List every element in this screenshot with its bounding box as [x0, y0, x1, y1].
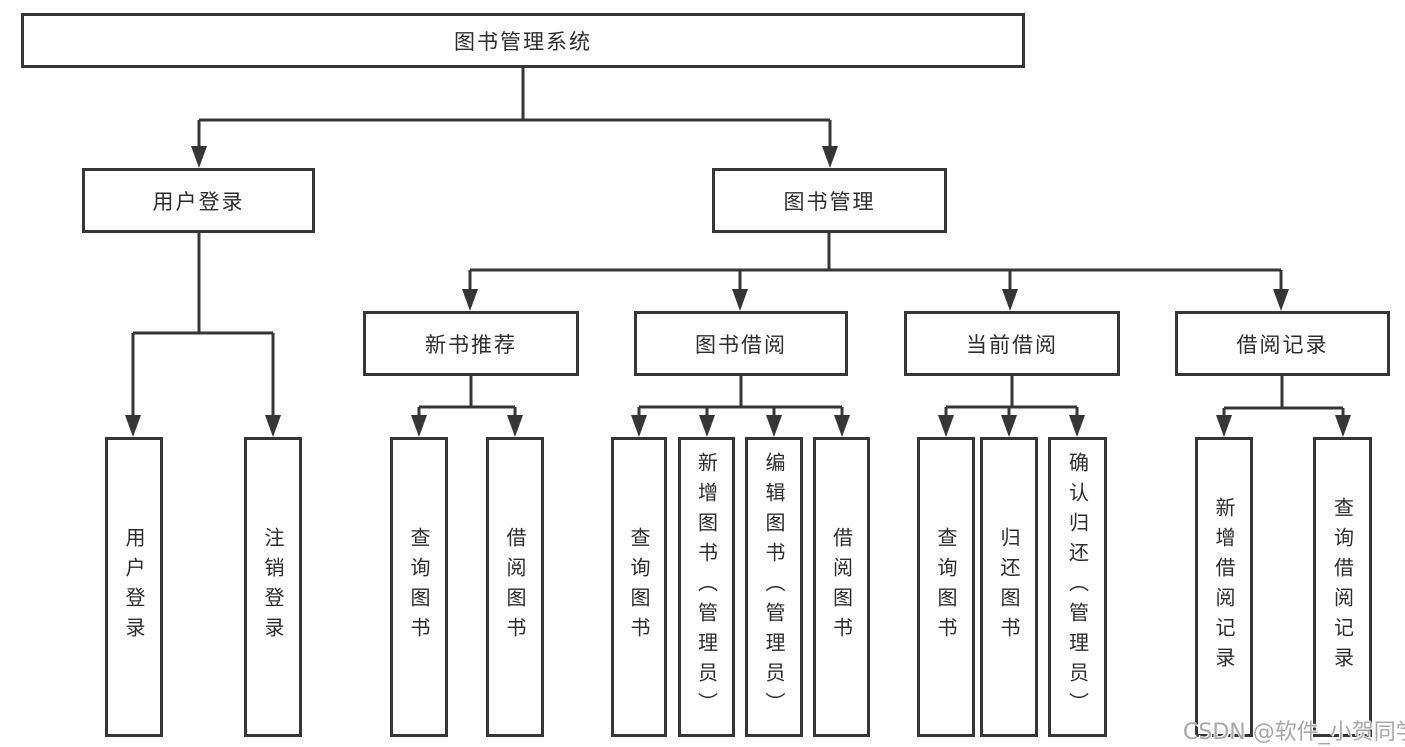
node-label: 图书借阅	[695, 332, 787, 357]
node-label: 图书管理	[783, 189, 876, 214]
leaf-label: 新增借阅记录	[1212, 497, 1236, 677]
leaf-label: 归还图书	[997, 527, 1021, 647]
leaf-label: 查询图书	[627, 527, 651, 647]
leaf-label: 新增图书（管理员）	[694, 452, 719, 722]
leaf-label: 编辑图书（管理员）	[762, 452, 786, 722]
node-label: 借阅记录	[1236, 332, 1329, 357]
leaf-label: 借阅图书	[829, 527, 854, 647]
node-new-book-recommend: 新书推荐	[363, 311, 579, 376]
leaf-edit-books-admin: 编辑图书（管理员）	[745, 437, 803, 737]
leaf-user-login: 用户登录	[105, 437, 163, 737]
leaf-confirm-return-admin: 确认归还（管理员）	[1048, 437, 1107, 737]
node-label: 用户登录	[152, 189, 245, 214]
leaf-label: 查询图书	[407, 527, 431, 647]
node-book-borrowing: 图书借阅	[634, 311, 848, 376]
leaf-query-borrow-record: 查询借阅记录	[1313, 437, 1372, 737]
leaf-label: 借阅图书	[503, 527, 527, 647]
leaf-borrow-books: 借阅图书	[813, 437, 870, 737]
leaf-add-books-admin: 新增图书（管理员）	[678, 437, 735, 737]
leaf-add-borrow-record: 新增借阅记录	[1195, 437, 1253, 737]
node-label: 当前借阅	[966, 332, 1058, 357]
node-label: 图书管理系统	[454, 29, 592, 54]
leaf-label: 查询借阅记录	[1330, 497, 1355, 677]
leaf-query-books-borrow: 查询图书	[611, 437, 667, 737]
leaf-query-books-recommend: 查询图书	[390, 437, 448, 737]
csdn-watermark: CSDN @软件_小贺同学	[1183, 720, 1405, 745]
leaf-label: 查询图书	[934, 527, 958, 647]
node-library-management-system: 图书管理系统	[21, 13, 1025, 68]
leaf-query-books-current: 查询图书	[917, 437, 975, 737]
leaf-label: 确认归还（管理员）	[1065, 452, 1090, 722]
leaf-borrow-books-recommend: 借阅图书	[486, 437, 544, 737]
leaf-logout: 注销登录	[244, 437, 302, 737]
leaf-label: 注销登录	[261, 527, 285, 647]
node-current-borrowing: 当前借阅	[904, 311, 1120, 376]
node-user-login: 用户登录	[82, 168, 315, 233]
node-borrow-records: 借阅记录	[1175, 311, 1390, 376]
leaf-label: 用户登录	[122, 527, 146, 647]
node-book-management: 图书管理	[712, 168, 947, 233]
node-label: 新书推荐	[425, 332, 517, 357]
leaf-return-books: 归还图书	[980, 437, 1038, 737]
